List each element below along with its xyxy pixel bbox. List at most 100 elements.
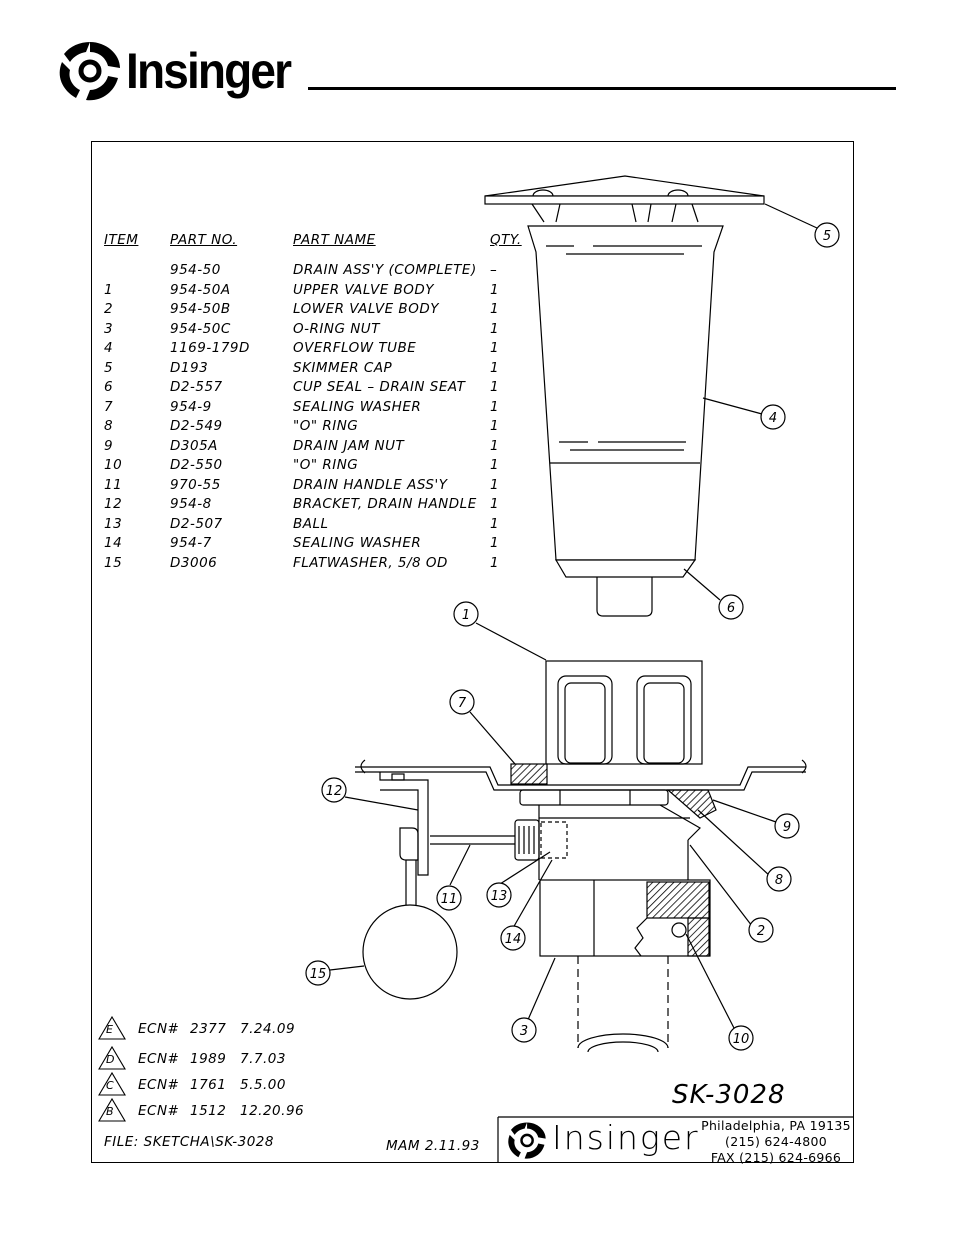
bom-cell-part-name: DRAIN HANDLE ASS'Y xyxy=(293,476,448,493)
callout-circle xyxy=(766,866,792,892)
callout-circle xyxy=(511,1017,537,1043)
bom-cell-part-no: D2-507 xyxy=(170,515,223,532)
bom-cell-item: 11 xyxy=(104,476,123,493)
bom-cell-item: 15 xyxy=(104,554,123,571)
bom-cell-item: 7 xyxy=(104,398,114,415)
revision-number: 1512 xyxy=(190,1103,227,1119)
bom-cell-part-name: SKIMMER CAP xyxy=(293,359,393,376)
callout-circle xyxy=(728,1025,754,1051)
bom-cell-part-no: D2-557 xyxy=(170,379,223,395)
bom-cell-part-name: DRAIN ASS'Y (COMPLETE) xyxy=(293,262,477,278)
revision-label: ECN# xyxy=(138,1103,180,1119)
callout-circle xyxy=(449,689,475,715)
bom-cell-part-name: FLATWASHER, 5/8 OD xyxy=(293,554,448,571)
callout-label: 2 xyxy=(757,924,765,939)
revision-date: 12.20.96 xyxy=(240,1103,305,1119)
bom-cell-item: 12 xyxy=(104,496,123,512)
callout-circle xyxy=(814,222,840,248)
bom-cell-qty: 1 xyxy=(490,437,500,454)
drawing-frame xyxy=(91,141,854,1163)
bom-cell-qty: 1 xyxy=(490,535,500,551)
callout-11: 11 xyxy=(436,885,462,911)
callout-3: 3 xyxy=(511,1017,537,1043)
bom-cell-item: 13 xyxy=(104,515,123,532)
bom-cell-part-no: 954-50 xyxy=(170,262,221,278)
bom-cell-part-no: 954-7 xyxy=(170,535,212,551)
bom-cell-qty: 1 xyxy=(490,496,500,512)
bom-cell-item: 3 xyxy=(104,320,114,337)
callout-label: 4 xyxy=(769,411,777,426)
bom-cell-part-name: O-RING NUT xyxy=(293,320,380,337)
sink-flange xyxy=(355,766,806,786)
callout-7: 7 xyxy=(449,689,475,715)
callout-circle xyxy=(453,601,479,627)
address-city: Philadelphia, PA 19135 xyxy=(701,1118,851,1133)
callout-circle xyxy=(305,960,331,986)
bom-cell-qty: 1 xyxy=(490,554,500,571)
bom-cell-part-name: UPPER VALVE BODY xyxy=(293,281,435,298)
bom-cell-part-name: LOWER VALVE BODY xyxy=(293,301,439,317)
bom-cell-item: 14 xyxy=(104,535,123,551)
bom-cell-part-name: BRACKET, DRAIN HANDLE xyxy=(293,496,477,512)
callout-label: 3 xyxy=(520,1024,528,1039)
bom-cell-item: 9 xyxy=(104,437,114,454)
bom-cell-part-name: "O" RING xyxy=(293,457,359,473)
bom-cell-qty: 1 xyxy=(490,515,500,532)
cup-seal xyxy=(554,559,697,578)
bom-cell-item: 10 xyxy=(104,457,123,473)
callout-5: 5 xyxy=(814,222,840,248)
bom-cell-part-name: OVERFLOW TUBE xyxy=(293,340,417,356)
callout-label: 10 xyxy=(733,1032,750,1047)
callout-12: 12 xyxy=(321,777,347,803)
callout-label: 11 xyxy=(441,892,458,907)
bom-cell-part-name: "O" RING xyxy=(293,418,359,434)
revision-date: 7.7.03 xyxy=(240,1051,286,1067)
revision-number: 1761 xyxy=(190,1077,227,1093)
leader-lines xyxy=(329,203,818,1031)
bom-cell-qty: 1 xyxy=(490,398,500,415)
callout-14: 14 xyxy=(500,925,526,951)
bom-cell-item: 5 xyxy=(104,359,114,376)
revision-date: 5.5.00 xyxy=(240,1077,286,1093)
bom-cell-item: 2 xyxy=(104,301,114,317)
bom-header-part-no: PART NO. xyxy=(170,232,238,248)
callout-circle xyxy=(500,925,526,951)
address-phone: (215) 624-4800 xyxy=(725,1134,827,1149)
file-path: FILE: SKETCHA\SK-3028 xyxy=(104,1134,274,1150)
callout-label: 8 xyxy=(775,873,783,888)
revision-label: ECN# xyxy=(138,1077,180,1093)
bom-cell-part-name: SEALING WASHER xyxy=(293,535,422,551)
bom-cell-qty: 1 xyxy=(490,320,500,337)
callout-circle xyxy=(436,885,462,911)
revision-date: 7.24.09 xyxy=(240,1021,296,1037)
bom-cell-qty: 1 xyxy=(490,379,500,395)
callout-circle xyxy=(321,777,347,803)
bom-cell-item: 4 xyxy=(104,340,114,356)
bom-cell-part-no: D305A xyxy=(170,437,218,454)
bom-cell-qty: 1 xyxy=(490,457,500,473)
bom-header-qty: QTY. xyxy=(490,232,522,248)
callout-label: 14 xyxy=(505,932,522,947)
drain-jam-nut xyxy=(519,789,669,806)
revision-number: 2377 xyxy=(190,1021,227,1037)
callout-label: 6 xyxy=(727,601,735,616)
callout-label: 1 xyxy=(462,608,470,623)
bom-cell-part-no: D2-549 xyxy=(170,418,223,434)
brand-wordmark: Insinger xyxy=(126,43,292,99)
bom-cell-item: 6 xyxy=(104,379,114,395)
swirl-logo-icon xyxy=(59,42,120,101)
bom-cell-part-no: 954-8 xyxy=(170,496,212,512)
bom-header-item: ITEM xyxy=(104,232,139,248)
callout-9: 9 xyxy=(774,813,800,839)
callout-1: 1 xyxy=(453,601,479,627)
bom-cell-qty: – xyxy=(490,262,498,278)
callout-10: 10 xyxy=(728,1025,754,1051)
callout-circle xyxy=(774,813,800,839)
bom-cell-qty: 1 xyxy=(490,340,500,356)
bom-cell-part-name: SEALING WASHER xyxy=(293,398,422,415)
tube-stub xyxy=(596,577,653,617)
bom-cell-qty: 1 xyxy=(490,476,500,493)
callout-circle xyxy=(760,404,786,430)
revision-letter: E xyxy=(106,1023,114,1036)
